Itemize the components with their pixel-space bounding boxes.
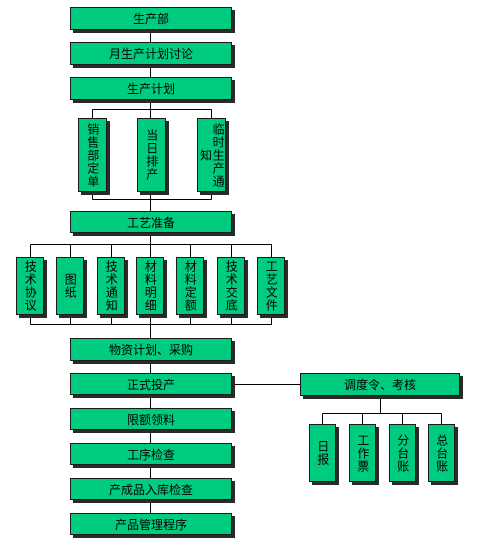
node-monthly-plan-discussion: 月生产计划讨论	[70, 42, 232, 65]
node-finished-inspection: 产成品入库检查	[70, 478, 232, 500]
node-label: 工艺文件	[264, 260, 279, 312]
node-daily-report: 日报	[309, 424, 336, 482]
node-process-prep: 工艺准备	[70, 211, 232, 233]
node-label: 产成品入库检查	[108, 482, 193, 497]
node-label: 日报	[315, 440, 330, 466]
node-label: 调度令、考核	[343, 378, 416, 392]
node-label: 产品管理程序	[114, 517, 187, 532]
node-label: 总台账	[434, 433, 449, 473]
node-daily-schedule: 当日排产	[137, 118, 166, 192]
node-product-mgmt: 产品管理程序	[70, 513, 232, 535]
node-material-plan: 物资计划、采购	[70, 338, 232, 361]
node-label: 技术协议	[23, 260, 38, 312]
node-label: 分台账	[395, 433, 410, 473]
node-material-quota: 材料定额	[176, 257, 204, 315]
node-sub-ledger: 分台账	[389, 424, 416, 482]
node-label: 工作票	[355, 433, 370, 473]
node-label: 销售部定单	[85, 122, 100, 188]
node-work-ticket: 工作票	[349, 424, 376, 482]
node-label: 临时生产通知	[198, 122, 226, 188]
node-label: 当日排产	[144, 129, 159, 181]
node-label: 技术通知	[104, 260, 119, 312]
node-tech-agreement: 技术协议	[16, 257, 44, 315]
node-general-ledger: 总台账	[428, 424, 455, 482]
node-label: 技术交底	[224, 260, 239, 312]
node-label: 限额领料	[126, 412, 175, 427]
node-drawings: 图纸	[56, 257, 84, 315]
node-production-plan: 生产计划	[70, 77, 232, 100]
node-temp-notice: 临时生产通知	[197, 118, 226, 192]
node-label: 正式投产	[126, 377, 175, 392]
node-process-inspection: 工序检查	[70, 443, 232, 465]
node-production-dept: 生产部	[70, 7, 232, 30]
node-label: 生产计划	[126, 82, 175, 96]
node-tech-notice: 技术通知	[97, 257, 125, 315]
node-label: 月生产计划讨论	[108, 47, 193, 61]
node-material-list: 材料明细	[136, 257, 164, 315]
node-label: 生产部	[132, 12, 169, 26]
node-label: 工艺准备	[126, 215, 175, 230]
node-label: 物资计划、采购	[108, 343, 193, 357]
node-label: 图纸	[63, 273, 78, 299]
node-label: 材料明细	[143, 260, 158, 312]
node-formal-production: 正式投产	[70, 373, 232, 395]
node-label: 材料定额	[183, 260, 198, 312]
node-label: 工序检查	[126, 447, 175, 462]
node-sales-order: 销售部定单	[78, 118, 107, 192]
node-dispatch-assessment: 调度令、考核	[300, 373, 460, 396]
node-tech-handover: 技术交底	[217, 257, 245, 315]
node-quota-picking: 限额领料	[70, 408, 232, 430]
node-process-docs: 工艺文件	[257, 257, 285, 315]
